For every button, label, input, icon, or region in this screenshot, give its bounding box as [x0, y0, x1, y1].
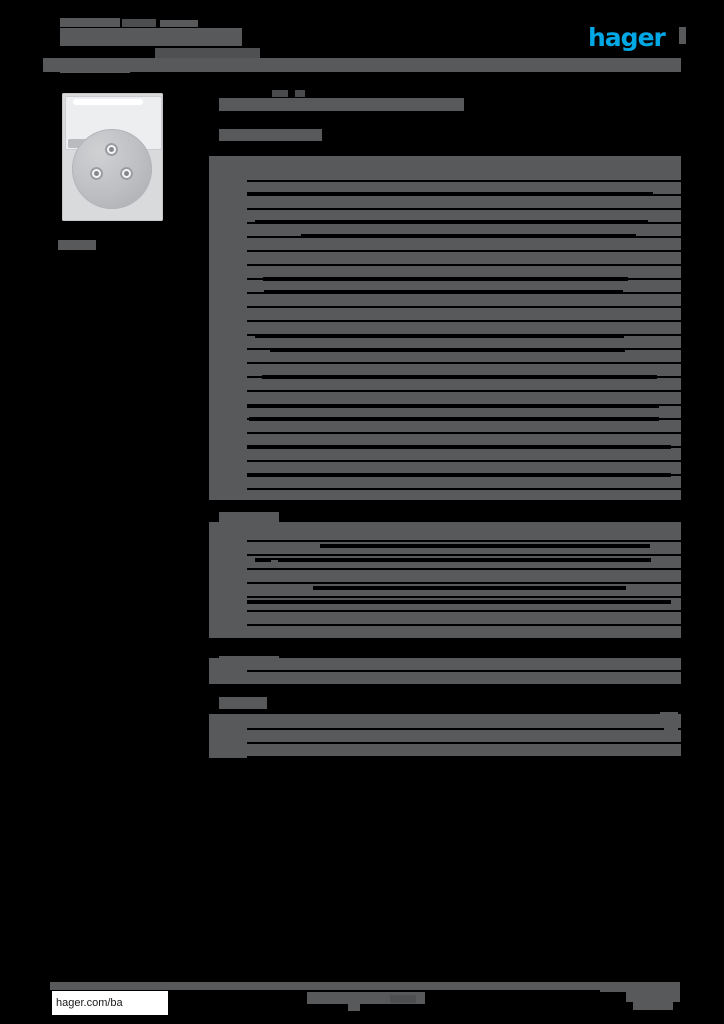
table-row: [209, 462, 681, 474]
table-row: [209, 612, 681, 624]
section-2-heading-redacted: [219, 512, 279, 524]
socket-cover-highlight: [73, 99, 143, 105]
socket-neutral-slot: [124, 171, 129, 176]
footer-divider: [50, 982, 678, 990]
table-row: [209, 420, 681, 432]
title-subtitle-redacted: [155, 48, 260, 58]
row-value-gap: [247, 445, 671, 449]
table-row: [209, 350, 681, 362]
row-value-gap: [247, 404, 659, 408]
row-unit-marker: [249, 393, 256, 400]
row-value-gap: [313, 586, 626, 590]
table-row: [209, 570, 681, 582]
footer-center-text-redacted-2: [390, 995, 416, 1003]
socket-earth-pin: [105, 143, 118, 156]
footer-url-text: hager.com/ba: [56, 997, 123, 1009]
table-row: [209, 392, 681, 404]
socket-line-pin: [90, 167, 103, 180]
table-row: [209, 224, 681, 236]
table-row: [209, 448, 681, 460]
table-row: [209, 730, 681, 742]
section-4-value-accent: [664, 722, 678, 732]
footer-page-number-redacted-3: [633, 1001, 673, 1010]
table-row: [209, 280, 681, 292]
table-row: [209, 336, 681, 348]
title-fragment-1: [60, 18, 120, 27]
section-1-heading-redacted: [219, 129, 322, 141]
table-row: [209, 658, 681, 670]
table-row: [209, 744, 681, 756]
table-row: [209, 210, 681, 222]
row-unit-marker: [234, 393, 241, 400]
row-unit-marker: [271, 560, 278, 567]
socket-face: [72, 129, 152, 209]
hager-logo-mark: [679, 27, 686, 44]
table-row: [209, 364, 681, 376]
socket-line-slot: [94, 171, 99, 176]
row-unit-marker: [248, 560, 255, 567]
table-row: [209, 308, 681, 320]
table-row: [209, 672, 681, 684]
product-image: [57, 89, 170, 225]
row-value-gap: [255, 220, 648, 224]
doc-title-redacted: [219, 98, 464, 111]
table-row: [209, 490, 681, 500]
product-image-caption-redacted: [58, 240, 96, 250]
socket-neutral-pin: [120, 167, 133, 180]
row-value-gap: [247, 473, 671, 477]
table-row: [209, 378, 681, 390]
table-row: [209, 156, 681, 180]
hager-logo-text: hager: [588, 23, 666, 52]
table-row: [209, 196, 681, 208]
socket-earth-slot: [109, 147, 114, 152]
table-row: [209, 522, 681, 540]
doc-title-accent-2: [295, 90, 305, 97]
row-unit-marker: [234, 352, 241, 359]
table-row: [209, 238, 681, 250]
row-value-gap: [255, 558, 651, 562]
header-divider: [43, 58, 681, 72]
section-4-value-accent: [660, 712, 678, 720]
table-row: [209, 626, 681, 638]
table-row: [209, 406, 681, 418]
row-value-gap: [247, 600, 671, 604]
title-fragment-2: [122, 19, 156, 27]
doc-title-accent-1: [272, 90, 288, 97]
table-row: [209, 266, 681, 278]
row-value-gap: [247, 192, 653, 196]
section-4-heading-redacted: [219, 697, 267, 709]
footer-page-number-redacted: [600, 982, 680, 992]
row-value-gap: [320, 544, 650, 548]
row-value-gap: [270, 348, 625, 352]
row-value-gap: [263, 277, 628, 281]
table-row: [209, 182, 681, 194]
title-fragment-3: [160, 20, 198, 27]
row-value-gap: [262, 375, 657, 379]
row-value-gap: [264, 290, 623, 294]
row-value-gap: [249, 417, 659, 421]
row-value-gap: [255, 334, 624, 338]
socket-plate: [62, 93, 163, 221]
title-main-redacted: [60, 28, 242, 46]
table-row: [209, 714, 681, 728]
hager-logo: hager: [588, 23, 686, 52]
table-row: [209, 322, 681, 334]
socket-hinge: [68, 139, 90, 148]
table-row: [209, 434, 681, 446]
footer-url-link[interactable]: hager.com/ba: [52, 991, 168, 1015]
page-header: hager: [0, 0, 724, 80]
footer-page-number-redacted-2: [626, 990, 680, 1002]
table-row: [209, 252, 681, 264]
row-value-gap: [301, 234, 636, 238]
footer-center-text-redacted-3: [348, 1003, 360, 1011]
table-row: [209, 476, 681, 488]
table-row: [209, 294, 681, 306]
